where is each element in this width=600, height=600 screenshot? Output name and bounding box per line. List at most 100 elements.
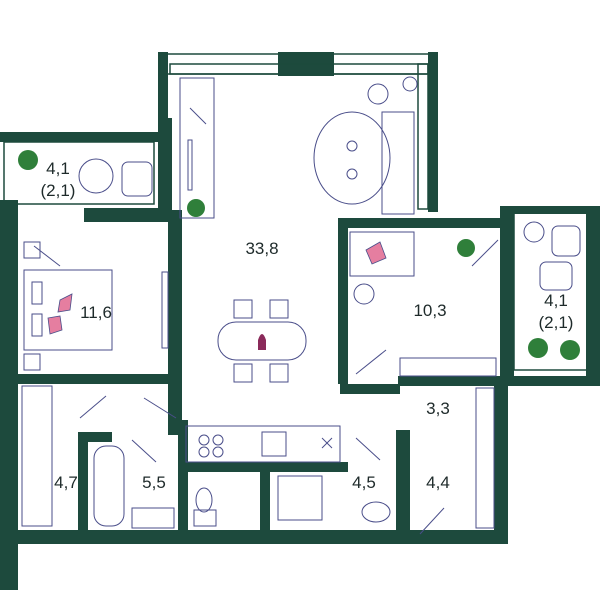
area-sublabel-balcony-right: (2,1) [539,313,574,332]
area-label-corridor: 4,4 [426,473,450,492]
door-swing [355,349,387,375]
wall [84,208,168,222]
door-swing [471,239,499,267]
area-label-bath-right: 4,5 [352,473,376,492]
wall [428,52,438,212]
door-swing [419,507,445,535]
wall [178,420,188,532]
wall [168,210,182,435]
shower [277,475,323,521]
chair [233,299,253,319]
pillow-icon [365,241,387,265]
chair [269,299,289,319]
area-label-wardrobe: 4,7 [54,473,78,492]
area-label-living: 33,8 [245,239,278,258]
wall [78,432,88,532]
lamp-icon [353,283,375,305]
area-label-balcony-right: 4,1 [544,291,568,310]
coffee-table [313,111,391,205]
area-labels: 4,1 (2,1) 33,8 11,6 10,3 4,1 (2,1) 3,3 4… [41,159,574,492]
wall [0,132,172,142]
counter-edge [187,139,193,191]
window [417,63,429,210]
toilet-tank [193,509,217,527]
close-icon [321,437,333,449]
wall [494,384,508,544]
wall [158,52,168,120]
bathtub [93,445,125,527]
bed [23,269,113,351]
decor-icon [346,168,358,180]
chair [269,363,289,383]
plant-icon [560,340,580,360]
sink [131,507,175,529]
wall [396,430,410,532]
burner-icon [198,446,210,458]
vase-icon [258,334,266,350]
burner-icon [198,434,210,446]
plant-icon [187,199,205,217]
dresser [399,357,497,377]
pillow [31,281,43,305]
area-label-bath-left: 5,5 [142,473,166,492]
wall [14,374,114,384]
wall [340,384,400,394]
nightstand [23,353,41,371]
armchair [121,161,153,197]
pillow [31,313,43,337]
burner-icon [212,434,224,446]
floor-lamp-icon [402,76,418,92]
door-swing [355,437,381,461]
wall [112,374,168,384]
bed [349,231,415,277]
round-table [78,158,114,194]
area-label-bedroom: 11,6 [80,303,112,322]
toilet [195,487,213,513]
plant-icon [457,239,475,257]
walls [0,52,600,590]
sofa [381,111,415,215]
furniture [21,76,581,529]
area-label-hall: 3,3 [426,399,450,418]
wall [510,206,594,214]
door-swing [143,397,177,419]
plants [18,150,580,360]
sink [261,431,287,457]
wall [88,432,112,442]
floor-lamp-icon [367,83,389,105]
burner-icon [212,446,224,458]
window [3,141,155,205]
kitchen-counter [179,77,215,219]
decor-icon [346,140,358,152]
cushion-icon [57,293,73,313]
area-label-balcony-left: 4,1 [46,159,70,178]
wall [14,530,494,544]
wall [586,206,600,386]
armchair [539,261,573,291]
wall [0,200,18,590]
shelving [21,385,53,527]
area-label-bedroom-right: 10,3 [413,301,446,320]
armchair [551,225,581,257]
area-sublabel-balcony-left: (2,1) [41,181,76,200]
cushion-icon [47,315,63,335]
door-swing [79,395,107,419]
sink [361,501,391,523]
shelving [475,387,495,529]
door-swing [131,439,157,463]
plant-icon [18,150,38,170]
wardrobe-door [161,271,169,349]
wall [500,206,514,384]
nightstand [23,241,41,259]
wall [338,218,348,384]
wall [398,376,598,386]
doors [33,239,499,535]
wall [260,462,270,532]
plant-icon [528,338,548,358]
door-swing [33,245,61,267]
wall [158,118,172,216]
sink-icon [189,107,207,125]
kitchen-row [185,425,341,463]
side-table [523,221,545,243]
